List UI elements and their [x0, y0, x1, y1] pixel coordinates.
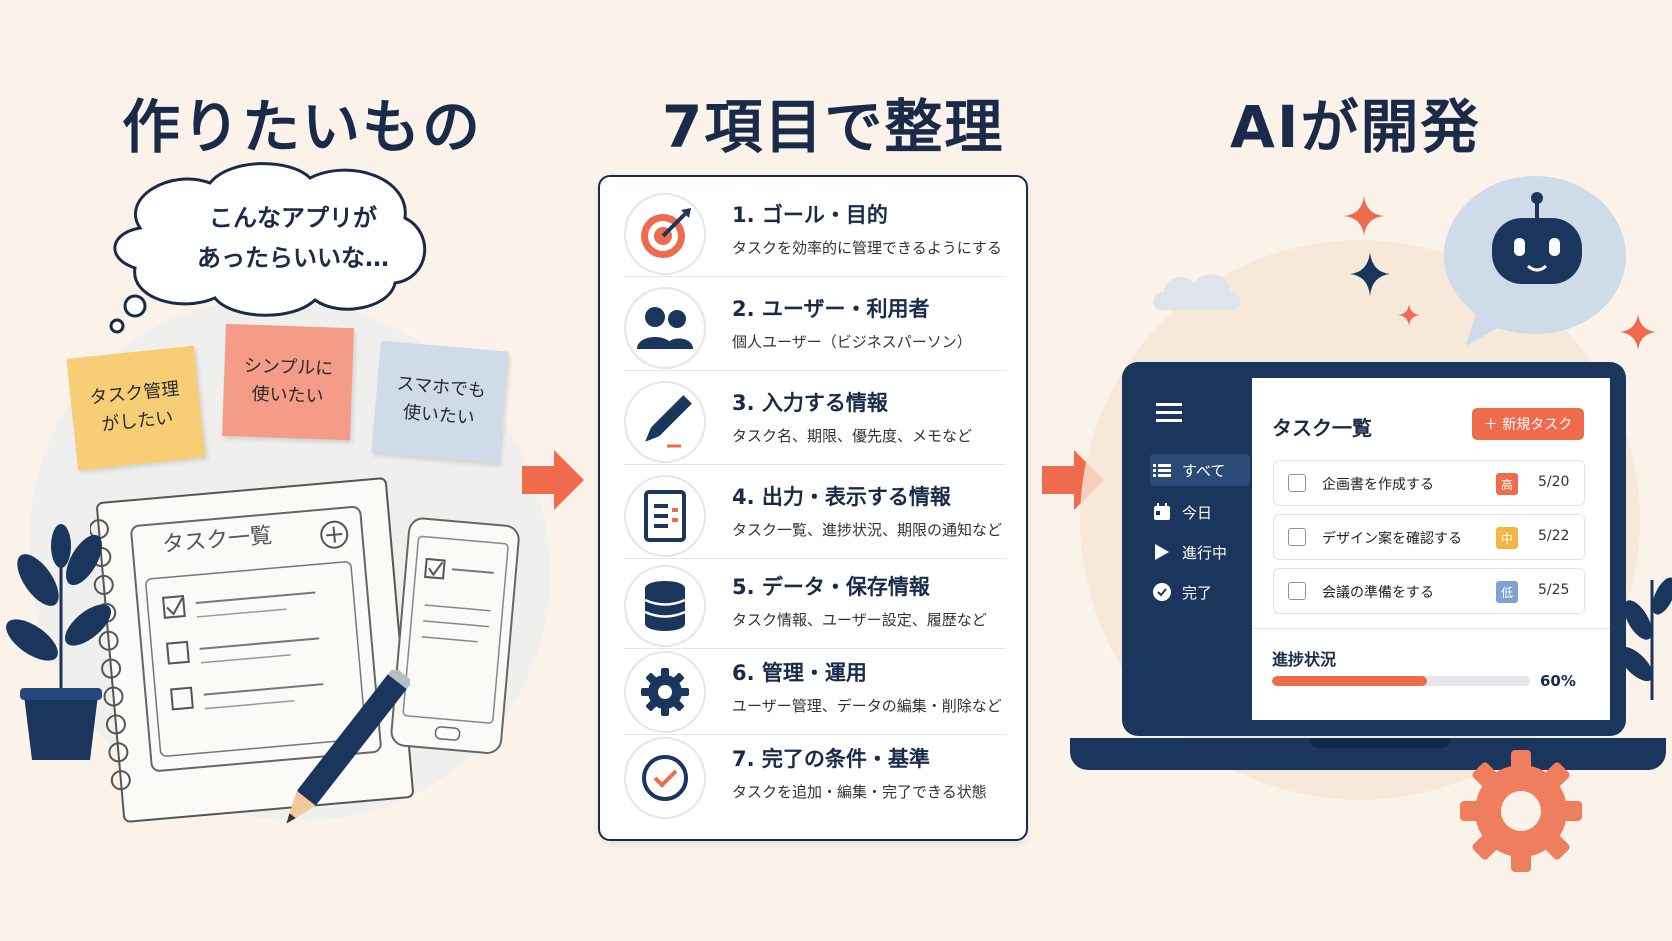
phone-sketch-icon: [390, 517, 520, 754]
item-title-1: 1. ゴール・目的: [732, 203, 888, 227]
progress-percent: 60%: [1540, 672, 1576, 690]
nav-label-in-progress: 進行中: [1182, 543, 1228, 562]
item-title-5: 5. データ・保存情報: [732, 575, 930, 599]
progress-bar: [1272, 676, 1530, 686]
item-desc-2: 個人ユーザー（ビジネスパーソン）: [732, 333, 972, 351]
task-name: デザイン案を確認する: [1322, 531, 1462, 547]
nav-label-today: 今日: [1182, 503, 1213, 522]
item-row-7: 7. 完了の条件・基準 タスクを追加・編集・完了できる状態: [624, 731, 1006, 819]
item-divider: [624, 370, 1006, 371]
item-title-3: 3. 入力する情報: [732, 391, 888, 415]
task-checkbox[interactable]: [1288, 474, 1306, 492]
thought-text: こんなアプリが あったらいいな…: [168, 198, 418, 278]
item-title-7: 7. 完了の条件・基準: [732, 747, 930, 771]
progress-fill: [1272, 676, 1427, 686]
item-desc-1: タスクを効率的に管理できるようにする: [732, 239, 1002, 257]
plant-icon-right: [1618, 577, 1672, 700]
task-date: 5/20: [1538, 474, 1570, 490]
nav-label-done: 完了: [1182, 583, 1213, 602]
divider: [1252, 628, 1610, 629]
item-divider: [624, 276, 1006, 277]
play-icon: [1150, 543, 1174, 561]
target-icon: [624, 193, 706, 275]
sparkle-icon-navy: [1350, 252, 1390, 296]
item-row-5: 5. データ・保存情報 タスク情報、ユーザー設定、履歴など: [624, 559, 1006, 649]
new-task-button[interactable]: ＋ 新規タスク: [1472, 408, 1584, 440]
progress-label: 進捗状況: [1272, 650, 1337, 669]
priority-badge: 高: [1496, 473, 1518, 495]
pencil-icon-item: [624, 381, 706, 463]
nav-label-all: すべて: [1182, 461, 1226, 480]
plant-icon: [6, 524, 112, 760]
item-title-4: 4. 出力・表示する情報: [732, 485, 951, 509]
item-desc-3: タスク名、期限、優先度、メモなど: [732, 427, 973, 445]
app-header-title: タスク一覧: [1272, 416, 1372, 440]
priority-badge: 低: [1496, 581, 1518, 603]
item-row-4: 4. 出力・表示する情報 タスク一覧、進捗状況、期限の通知など: [624, 469, 1006, 559]
nav-item-today[interactable]: 今日: [1150, 496, 1250, 528]
sparkle-icon: [1344, 196, 1384, 236]
sparkle-icon-right: [1620, 314, 1656, 350]
task-checkbox[interactable]: [1288, 582, 1306, 600]
task-date: 5/25: [1538, 582, 1570, 598]
task-date: 5/22: [1538, 528, 1570, 544]
sparkle-icon-small: [1398, 304, 1420, 326]
task-name: 会議の準備をする: [1322, 585, 1434, 601]
thought-line-2: あったらいいな…: [197, 244, 389, 272]
task-name: 企画書を作成する: [1322, 477, 1434, 493]
hamburger-menu-icon[interactable]: [1156, 402, 1182, 422]
priority-badge: 中: [1496, 527, 1518, 549]
thought-cloud-icon: [109, 162, 427, 334]
item-row-1: 1. ゴール・目的 タスクを効率的に管理できるようにする: [624, 187, 1006, 277]
sticky-note-simple: シンプルに 使いたい: [222, 323, 354, 441]
item-row-3: 3. 入力する情報 タスク名、期限、優先度、メモなど: [624, 375, 1006, 465]
task-checkbox[interactable]: [1288, 528, 1306, 546]
item-divider: [624, 464, 1006, 465]
users-icon: [624, 287, 706, 369]
sticky-note-simple-text: シンプルに 使いたい: [243, 355, 334, 408]
task-row-1[interactable]: 企画書を作成する 高 5/20: [1273, 460, 1585, 506]
item-desc-5: タスク情報、ユーザー設定、履歴など: [732, 611, 987, 629]
database-icon: [624, 565, 706, 647]
check-circle-icon: [624, 737, 706, 819]
item-row-6: 6. 管理・運用 ユーザー管理、データの編集・削除など: [624, 645, 1006, 735]
sticky-note-task: タスク管理 がしたい: [66, 345, 206, 471]
sticky-note-mobile: スマホでも 使いたい: [371, 340, 509, 464]
item-desc-7: タスクを追加・編集・完了できる状態: [732, 783, 987, 801]
list-icon: [1150, 463, 1174, 477]
arrow-right-icon: [522, 450, 584, 510]
item-title-6: 6. 管理・運用: [732, 661, 867, 685]
robot-icon: [1444, 176, 1626, 346]
nav-item-all[interactable]: すべて: [1150, 454, 1250, 486]
document-icon: [624, 475, 706, 557]
pencil-icon: [286, 670, 410, 824]
laptop-notch: [1310, 738, 1450, 748]
sticky-note-task-text: タスク管理 がしたい: [88, 378, 181, 436]
item-desc-4: タスク一覧、進捗状況、期限の通知など: [732, 521, 1003, 539]
nav-item-in-progress[interactable]: 進行中: [1150, 536, 1250, 568]
cloud-icon: [1153, 274, 1241, 310]
calendar-icon: [1150, 503, 1174, 521]
item-divider: [624, 648, 1006, 649]
gear-icon: [624, 651, 706, 733]
item-divider: [624, 558, 1006, 559]
middle-panel-title: 7項目で整理: [662, 93, 1005, 161]
item-row-2: 2. ユーザー・利用者 個人ユーザー（ビジネスパーソン）: [624, 281, 1006, 371]
task-row-3[interactable]: 会議の準備をする 低 5/25: [1273, 568, 1585, 614]
nav-item-done[interactable]: 完了: [1150, 576, 1250, 608]
check-circle-small-icon: [1150, 583, 1174, 601]
sticky-note-mobile-text: スマホでも 使いたい: [395, 373, 487, 430]
item-title-2: 2. ユーザー・利用者: [732, 297, 930, 321]
item-divider: [624, 734, 1006, 735]
item-desc-6: ユーザー管理、データの編集・削除など: [732, 697, 1002, 715]
right-panel-title: AIが開発: [1230, 93, 1481, 161]
gear-icon-large: [1460, 750, 1582, 872]
task-row-2[interactable]: デザイン案を確認する 中 5/22: [1273, 514, 1585, 560]
left-panel-title: 作りたいもの: [122, 93, 483, 161]
thought-line-1: こんなアプリが: [209, 204, 377, 232]
seven-items-card: 1. ゴール・目的 タスクを効率的に管理できるようにする 2. ユーザー・利用者…: [598, 175, 1028, 841]
